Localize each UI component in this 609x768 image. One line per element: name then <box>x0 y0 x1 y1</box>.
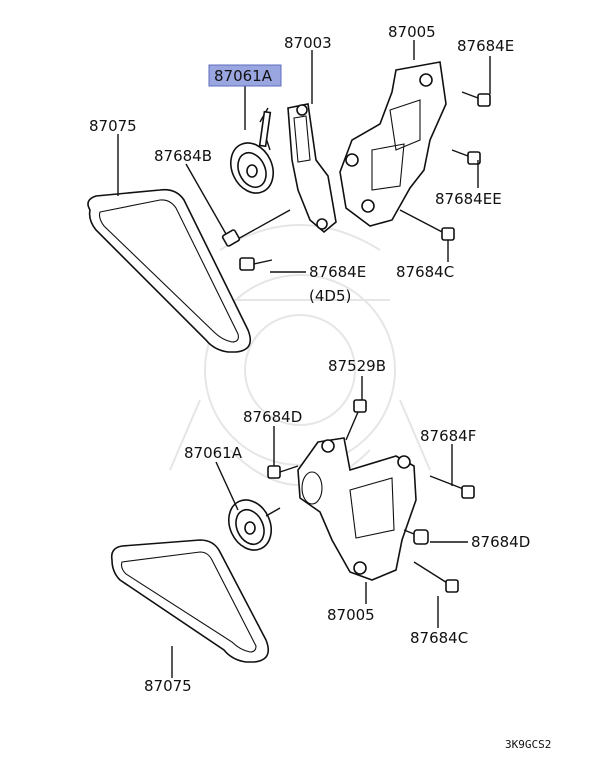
label-87684c-top[interactable]: 87684C <box>396 263 454 281</box>
bolt-87684e-top[interactable] <box>461 91 491 107</box>
leader-lines-bottom <box>171 376 468 678</box>
bolt-87684d-left[interactable] <box>267 465 299 479</box>
label-87684d-right[interactable]: 87684D <box>471 533 530 551</box>
label-87005-bottom[interactable]: 87005 <box>327 606 375 624</box>
label-engine-code: (4D5) <box>309 287 351 305</box>
label-87529b[interactable]: 87529B <box>328 357 386 375</box>
bolt-87684c-top[interactable] <box>399 209 455 241</box>
label-87061a-top[interactable]: 87061A <box>214 67 273 85</box>
label-87061a-bottom[interactable]: 87061A <box>184 444 243 462</box>
bolt-87529b[interactable] <box>345 399 367 441</box>
idler-pulley-top[interactable] <box>223 107 281 200</box>
label-87684f[interactable]: 87684F <box>420 427 476 445</box>
label-87684ee[interactable]: 87684EE <box>435 190 502 208</box>
drive-belt-top[interactable] <box>87 188 252 353</box>
label-87684d-left[interactable]: 87684D <box>243 408 302 426</box>
alternator-mount-bracket-bottom[interactable] <box>297 437 417 581</box>
label-87684e-top[interactable]: 87684E <box>457 37 514 55</box>
label-87684b[interactable]: 87684B <box>154 147 212 165</box>
bolt-87684e-small[interactable] <box>239 257 273 271</box>
label-87075-top[interactable]: 87075 <box>89 117 137 135</box>
drive-belt-bottom[interactable] <box>110 539 270 663</box>
highlight-box <box>208 64 282 87</box>
bolt-87684ee[interactable] <box>451 149 481 165</box>
alternator-mount-bracket-top[interactable] <box>339 61 447 227</box>
label-87684e-mid[interactable]: 87684E <box>309 263 366 281</box>
idler-pulley-bottom[interactable] <box>221 493 281 557</box>
bolt-87684c-bottom[interactable] <box>413 561 459 593</box>
bolt-87684d-right[interactable] <box>403 529 429 545</box>
label-87003[interactable]: 87003 <box>284 34 332 52</box>
tensioner-arm-bracket[interactable] <box>287 103 337 234</box>
leader-lines-top <box>117 40 491 273</box>
bolt-87684f[interactable] <box>429 475 475 499</box>
label-87005-top[interactable]: 87005 <box>388 23 436 41</box>
label-87075-bottom[interactable]: 87075 <box>144 677 192 695</box>
bolt-87684b[interactable] <box>221 209 291 247</box>
label-87684c-bottom[interactable]: 87684C <box>410 629 468 647</box>
diagram-code: 3K9GCS2 <box>505 738 551 751</box>
